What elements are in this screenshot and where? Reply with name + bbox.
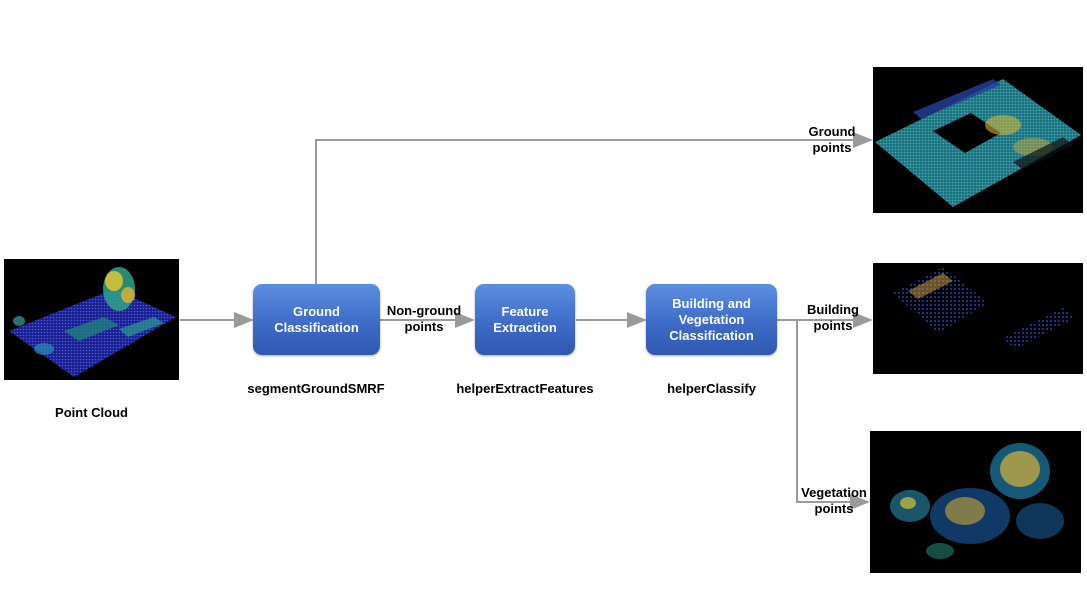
arrow-ground-points bbox=[315, 132, 873, 284]
feature-extraction-box[interactable]: Feature Extraction bbox=[475, 284, 575, 355]
building-points-label: Building points bbox=[807, 302, 859, 333]
ground-classification-box[interactable]: Ground Classification bbox=[253, 284, 380, 355]
input-point-cloud-image bbox=[4, 259, 179, 380]
ground-points-label: Ground points bbox=[808, 124, 856, 155]
feature-function-label: helperExtractFeatures bbox=[456, 381, 594, 396]
vegetation-points-image bbox=[870, 431, 1081, 573]
ground-points-image bbox=[873, 67, 1083, 213]
building-points-image bbox=[873, 263, 1083, 374]
vegetation-points-label: Vegetation points bbox=[801, 485, 867, 516]
ground-function-label: segmentGroundSMRF bbox=[247, 381, 385, 396]
classify-function-label: helperClassify bbox=[667, 381, 756, 396]
arrow-vegetation-points bbox=[796, 320, 870, 510]
building-vegetation-classification-box[interactable]: Building and Vegetation Classification bbox=[646, 284, 777, 355]
non-ground-points-label: Non-ground points bbox=[386, 303, 462, 334]
input-label: Point Cloud bbox=[55, 405, 128, 420]
